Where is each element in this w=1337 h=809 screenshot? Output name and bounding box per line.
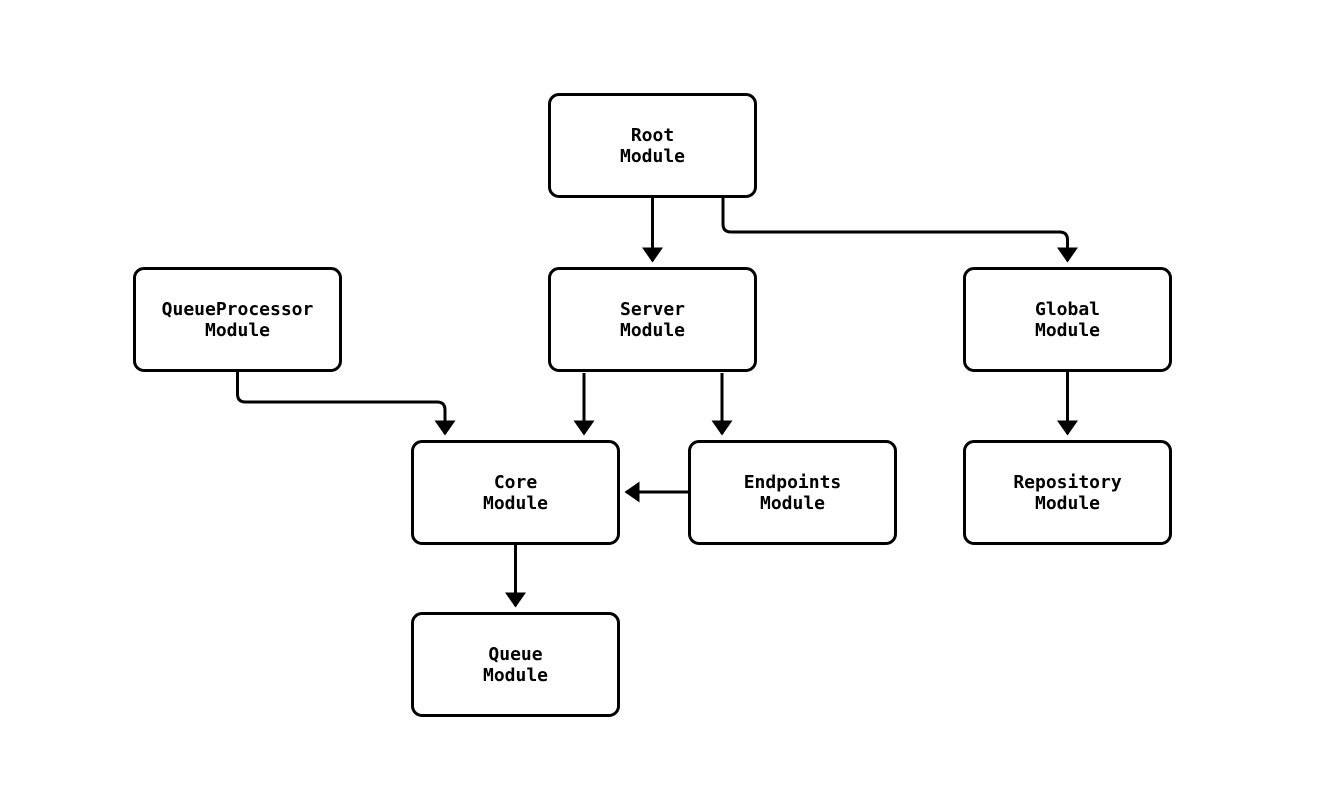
node-label: Endpoints: [743, 471, 842, 493]
node-queueprocessor-module: QueueProcessor Module: [133, 267, 342, 372]
node-label: QueueProcessor: [161, 298, 314, 320]
node-label: Repository: [1013, 471, 1122, 493]
node-label: Module: [204, 319, 271, 341]
node-endpoints-module: Endpoints Module: [688, 440, 897, 545]
node-label: Module: [482, 664, 549, 686]
node-label: Module: [619, 319, 686, 341]
edge-queueprocessor-module-to-core-module: [236, 372, 456, 436]
node-label: Module: [619, 145, 686, 167]
node-label: Core: [493, 471, 538, 493]
node-label: Root: [630, 124, 675, 146]
node-root-module: Root Module: [548, 93, 757, 198]
node-label: Module: [1034, 319, 1101, 341]
node-label: Global: [1034, 298, 1101, 320]
node-global-module: Global Module: [963, 267, 1172, 372]
node-label: Module: [1034, 492, 1101, 514]
node-queue-module: Queue Module: [411, 612, 620, 717]
edge-root-module-to-global-module: [721, 198, 1078, 263]
node-label: Module: [759, 492, 826, 514]
node-label: Queue: [488, 643, 543, 665]
node-core-module: Core Module: [411, 440, 620, 545]
node-server-module: Server Module: [548, 267, 757, 372]
node-repository-module: Repository Module: [963, 440, 1172, 545]
node-label: Module: [482, 492, 549, 514]
node-label: Server: [619, 298, 686, 320]
